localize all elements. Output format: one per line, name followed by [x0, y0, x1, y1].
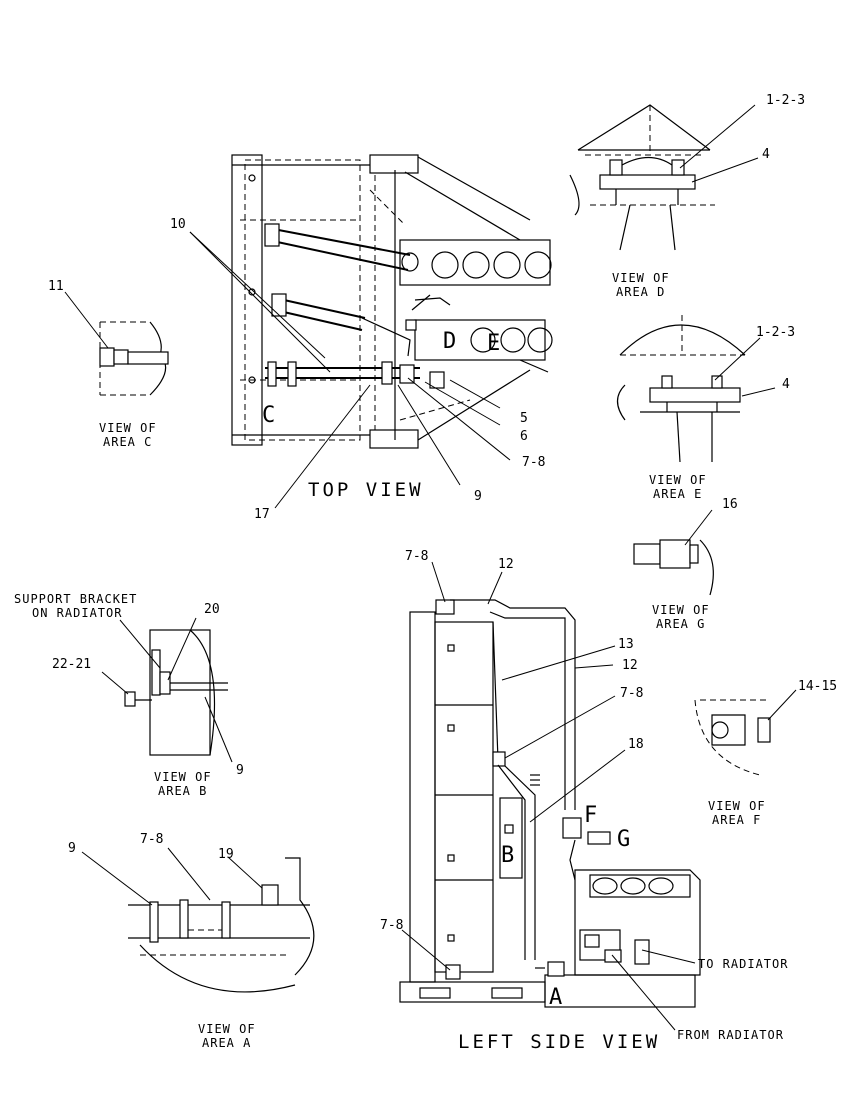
- area-g-caption-1: VIEW OF: [652, 603, 710, 617]
- callout-22-21: 22-21: [52, 657, 91, 672]
- callout-1-2-3-e: 1-2-3: [756, 325, 795, 340]
- callout-4-e: 4: [782, 377, 790, 392]
- callout-7-8-side-top: 7-8: [405, 549, 428, 564]
- area-f-drawing: [694, 689, 797, 776]
- top-view-drawing: [231, 154, 553, 449]
- area-f-label: F: [584, 803, 597, 828]
- callout-7-8-top: 7-8: [522, 455, 545, 470]
- callout-10: 10: [170, 217, 186, 232]
- callout-9-top: 9: [474, 489, 482, 504]
- area-a-caption-2: AREA A: [202, 1036, 251, 1050]
- callout-19: 19: [218, 847, 234, 862]
- callout-12-mid: 12: [622, 658, 638, 673]
- area-d-caption-2: AREA D: [616, 285, 665, 299]
- from-radiator-note: FROM RADIATOR: [677, 1028, 784, 1042]
- area-c-drawing: [64, 291, 169, 396]
- callout-13: 13: [618, 637, 634, 652]
- callout-16: 16: [722, 497, 738, 512]
- area-g-caption-2: AREA G: [656, 617, 705, 631]
- support-bracket-note-2: ON RADIATOR: [32, 606, 122, 620]
- area-g-drawing: [633, 509, 714, 596]
- callout-1-2-3-d: 1-2-3: [766, 93, 805, 108]
- area-d-drawing: [569, 104, 759, 251]
- area-d-label: D: [443, 329, 456, 354]
- callout-14-15: 14-15: [798, 679, 837, 694]
- area-c-caption-2: AREA C: [103, 435, 152, 449]
- callout-7-8-a: 7-8: [140, 832, 163, 847]
- area-b-caption-2: AREA B: [158, 784, 207, 798]
- callout-12-top: 12: [498, 557, 514, 572]
- callout-7-8-side-bottom: 7-8: [380, 918, 403, 933]
- support-bracket-note-1: SUPPORT BRACKET: [14, 592, 137, 606]
- area-b-label: B: [501, 843, 514, 868]
- top-view-title: TOP VIEW: [308, 479, 424, 501]
- callout-4-d: 4: [762, 147, 770, 162]
- area-a-drawing: [81, 847, 315, 993]
- area-e-caption-2: AREA E: [653, 487, 702, 501]
- area-f-caption-1: VIEW OF: [708, 799, 766, 813]
- callout-20: 20: [204, 602, 220, 617]
- left-side-view-title: LEFT SIDE VIEW: [458, 1031, 660, 1053]
- area-a-label: A: [549, 985, 562, 1010]
- area-g-label: G: [617, 827, 630, 852]
- area-d-caption-1: VIEW OF: [612, 271, 670, 285]
- area-b-caption-1: VIEW OF: [154, 770, 212, 784]
- area-b-drawing: [101, 617, 233, 763]
- area-a-caption-1: VIEW OF: [198, 1022, 256, 1036]
- callout-6: 6: [520, 429, 528, 444]
- callout-5: 5: [520, 411, 528, 426]
- area-c-caption-1: VIEW OF: [99, 421, 157, 435]
- area-e-caption-1: VIEW OF: [649, 473, 707, 487]
- left-side-view-drawing: [399, 561, 701, 1031]
- area-f-caption-2: AREA F: [712, 813, 761, 827]
- callout-11: 11: [48, 279, 64, 294]
- callout-18: 18: [628, 737, 644, 752]
- area-e-drawing: [616, 315, 776, 463]
- callout-17: 17: [254, 507, 270, 522]
- callout-7-8-side-mid: 7-8: [620, 686, 643, 701]
- callout-9-a: 9: [68, 841, 76, 856]
- area-e-label: E: [487, 331, 500, 356]
- callout-9-b: 9: [236, 763, 244, 778]
- to-radiator-note: TO RADIATOR: [698, 957, 788, 971]
- area-c-label: C: [262, 403, 275, 428]
